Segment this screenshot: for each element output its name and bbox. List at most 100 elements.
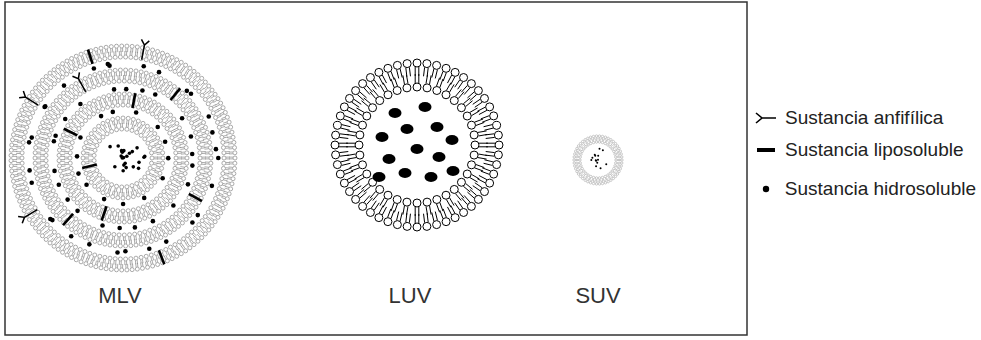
lipid-head	[161, 161, 165, 165]
lipid-head	[214, 196, 218, 200]
lipid-head	[154, 61, 158, 65]
lipid-head	[150, 156, 154, 160]
lipid-head	[25, 187, 29, 191]
lipid-head	[33, 161, 37, 165]
lipid-head	[197, 166, 201, 170]
lipid-head	[117, 233, 121, 237]
lipid-head	[156, 176, 160, 180]
lipid-head	[188, 66, 192, 70]
lipid-head	[199, 116, 203, 120]
hydrosoluble-dot	[53, 133, 58, 138]
lipid-head	[209, 161, 213, 165]
lipid-head	[92, 213, 96, 217]
lipid-head	[16, 194, 20, 198]
lipid-head	[72, 176, 76, 180]
lipid-head	[580, 153, 582, 155]
lipid-head	[574, 150, 576, 152]
hydrosoluble-dot	[131, 150, 135, 154]
lipid-head	[93, 239, 97, 243]
lipid-head	[613, 150, 615, 152]
lipid-head	[184, 200, 188, 204]
lipid-head	[170, 55, 174, 59]
lipid-head	[154, 238, 158, 242]
lipid-head	[146, 141, 150, 145]
lipid-head	[107, 94, 111, 98]
lipid-head	[83, 223, 87, 227]
lipid-head	[463, 112, 471, 120]
lipid-head	[433, 196, 441, 204]
hydrosoluble-dot	[112, 87, 117, 92]
lipid-head	[206, 210, 210, 214]
lipid-head	[86, 136, 90, 140]
lipid-head	[222, 156, 226, 160]
lipid-head	[203, 97, 207, 101]
lipid-head	[146, 171, 150, 175]
lipid-head	[177, 186, 181, 190]
hydrosoluble-dot	[190, 163, 195, 168]
lipid-head	[182, 75, 186, 79]
lipid-head	[57, 164, 61, 168]
lipid-head	[126, 116, 130, 120]
lipid-head	[66, 124, 70, 128]
lipid-head	[384, 64, 392, 72]
lipid-head	[184, 63, 188, 67]
lipid-head	[442, 218, 450, 226]
lipid-head	[170, 215, 174, 219]
lipid-head	[198, 156, 202, 160]
lipid-head	[42, 219, 46, 223]
lipid-head	[87, 225, 91, 229]
lipid-head	[33, 156, 37, 160]
lipid-tails	[577, 139, 619, 181]
lipid-head	[219, 211, 223, 215]
lipid-head	[35, 135, 39, 139]
lipid-head	[48, 205, 52, 209]
lipid-head	[77, 185, 81, 189]
lipid-head	[359, 161, 367, 169]
lipid-head	[607, 144, 609, 146]
lipid-head	[169, 113, 173, 117]
lipid-head	[138, 94, 142, 98]
hydrosoluble-dot	[125, 154, 129, 158]
lipid-head	[68, 161, 72, 165]
lipid-head	[149, 73, 153, 77]
lipid-head	[45, 169, 49, 173]
luv-liposome	[331, 59, 503, 231]
lipid-head	[84, 193, 88, 197]
lipid-head	[20, 108, 24, 112]
hydrosoluble-dot	[120, 149, 124, 153]
lipid-head	[209, 156, 213, 160]
lipid-head	[162, 122, 166, 126]
lipid-head	[58, 217, 62, 221]
lipid-head	[157, 209, 161, 213]
lipid-head	[10, 143, 14, 147]
lipid-head	[101, 177, 105, 181]
lipid-head	[366, 74, 374, 82]
lipid-head	[190, 82, 194, 86]
hydrosoluble-dot	[62, 83, 67, 88]
lipid-head	[206, 102, 210, 106]
lipid-head	[610, 179, 612, 181]
lipid-head	[144, 241, 148, 245]
lipid-head	[129, 68, 133, 72]
lipid-head	[40, 234, 44, 238]
lipid-head	[21, 172, 25, 176]
lipid-head	[595, 135, 597, 137]
lipid-head	[14, 189, 18, 193]
lipid-head	[52, 230, 56, 234]
lipid-head	[28, 116, 32, 120]
hydrosoluble-dot	[92, 66, 97, 71]
lipid-head	[494, 151, 502, 159]
hydrosoluble-dot	[119, 154, 123, 158]
lipid-head	[130, 184, 134, 188]
hydrosoluble-dot	[75, 209, 80, 214]
lipid-head	[196, 73, 200, 77]
lipid-head	[601, 176, 603, 178]
lipid-head	[230, 182, 234, 186]
lipid-head	[376, 97, 384, 105]
lipid-head	[93, 253, 97, 257]
lipid-head	[219, 182, 223, 186]
lipid-head	[615, 159, 617, 161]
lipid-head	[112, 219, 116, 223]
lipid-head	[174, 100, 178, 104]
